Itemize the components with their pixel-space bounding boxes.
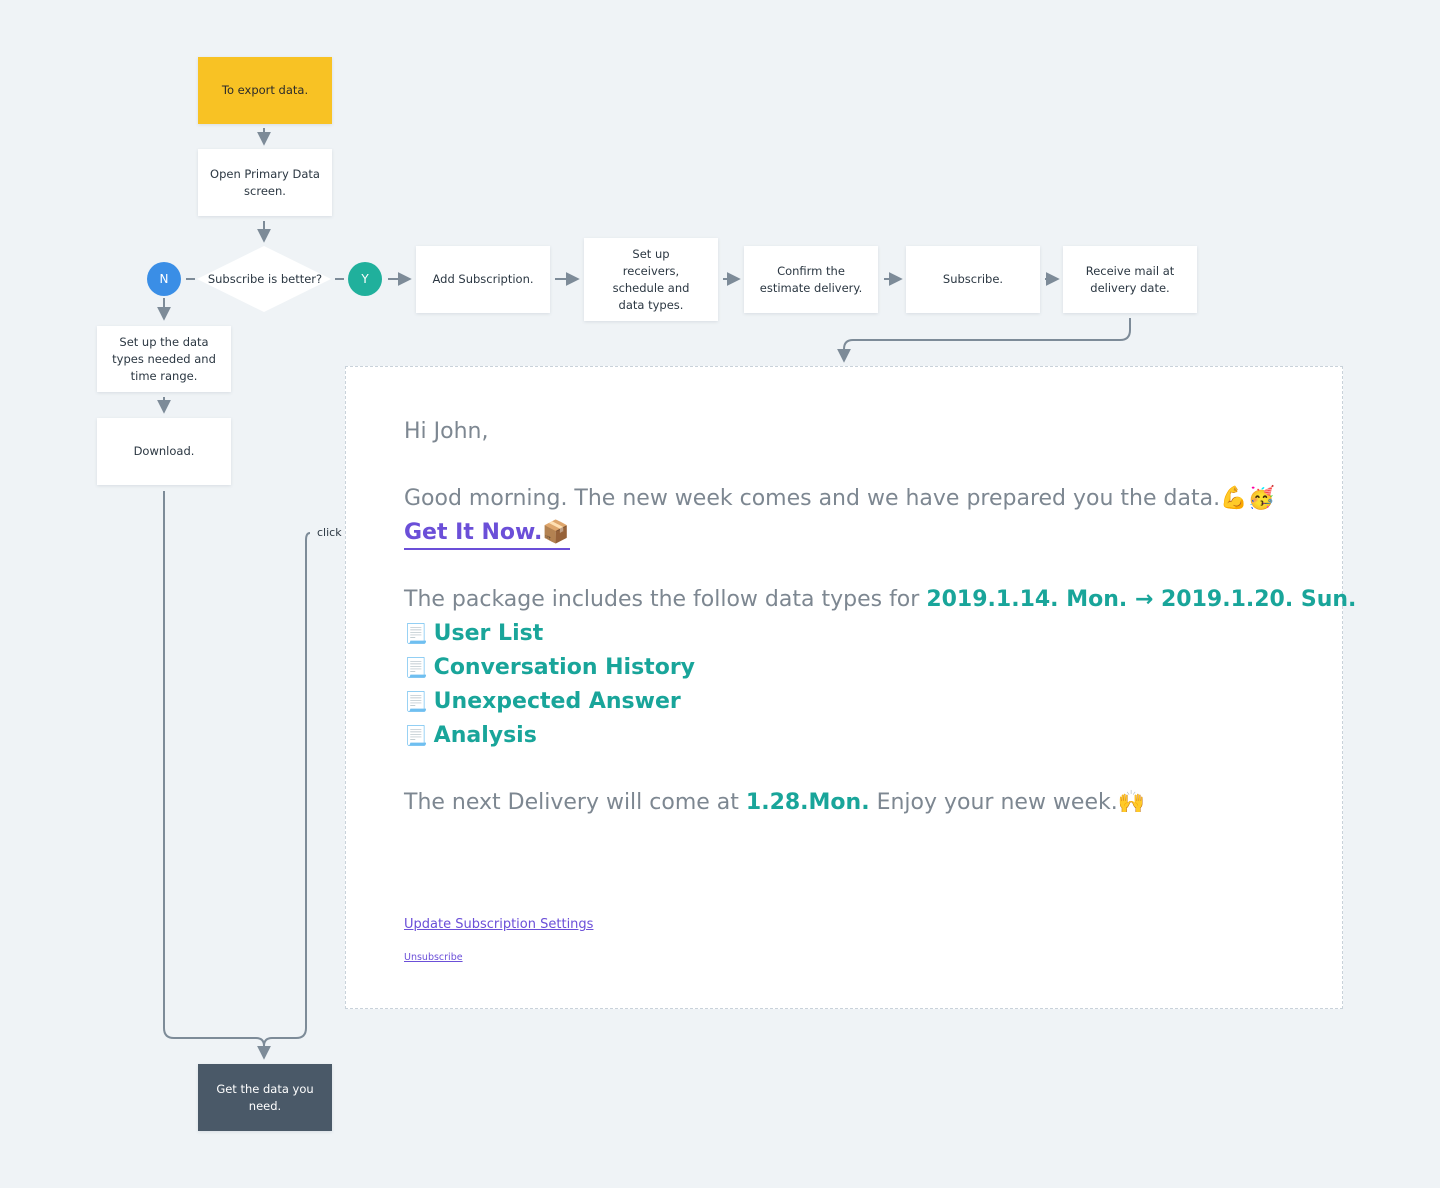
data-type-analysis: Analysis	[433, 723, 537, 748]
email-cta-line: Get It Now.📦	[404, 516, 1342, 550]
add-subscription-node: Add Subscription.	[416, 246, 550, 313]
yes-branch-marker: Y	[348, 262, 382, 296]
click-connector-label: click	[316, 526, 343, 539]
end-node: Get the data you need.	[198, 1064, 332, 1131]
next-delivery-suffix: Enjoy your new week.	[869, 790, 1118, 815]
update-subscription-settings-link[interactable]: Update Subscription Settings	[404, 917, 594, 932]
date-range: 2019.1.14. Mon. → 2019.1.20. Sun.	[926, 587, 1357, 612]
no-branch-marker: N	[147, 262, 181, 296]
next-delivery-date: 1.28.Mon.	[745, 790, 870, 815]
email-greeting: Hi John,	[404, 419, 489, 444]
data-type-user-list: User List	[433, 621, 544, 646]
setup-receivers-node: Set up receivers, schedule and data type…	[584, 238, 718, 321]
unsubscribe-link[interactable]: Unsubscribe	[404, 952, 463, 963]
data-type-item: 📃User List	[404, 617, 1342, 651]
subscribe-node: Subscribe.	[906, 246, 1040, 313]
data-type-item: 📃Conversation History	[404, 651, 1342, 685]
data-type-conversation-history: Conversation History	[433, 655, 696, 680]
email-intro-text: Good morning. The new week comes and we …	[404, 486, 1221, 511]
page-icon: 📃	[404, 657, 428, 679]
start-node: To export data.	[198, 57, 332, 124]
get-it-now-label[interactable]: Get It Now.	[404, 520, 543, 545]
decision-label: Subscribe is better?	[207, 272, 323, 286]
setup-receivers-label: Set up receivers, schedule and data type…	[612, 246, 690, 312]
add-subscription-label: Add Subscription.	[432, 272, 534, 286]
get-it-now-link[interactable]: Get It Now.📦	[404, 518, 570, 550]
start-label: To export data.	[221, 83, 309, 97]
next-delivery-text: The next Delivery will come at	[404, 790, 746, 815]
connector-receive-to-email	[837, 318, 1131, 363]
celebration-emoji-icon: 💪🥳	[1220, 486, 1275, 511]
page-icon: 📃	[404, 725, 428, 747]
end-label: Get the data you need.	[216, 1081, 314, 1113]
download-node: Download.	[97, 418, 231, 485]
receive-mail-node: Receive mail at delivery date.	[1063, 246, 1197, 313]
email-package-line: The package includes the follow data typ…	[404, 583, 1356, 617]
confirm-delivery-node: Confirm the estimate delivery.	[744, 246, 878, 313]
data-type-item: 📃Unexpected Answer	[404, 685, 1342, 719]
email-next-delivery-line: The next Delivery will come at 1.28.Mon.…	[404, 786, 1342, 820]
open-primary-data-node: Open Primary Data screen.	[198, 149, 332, 216]
confirm-delivery-label: Confirm the estimate delivery.	[759, 263, 863, 295]
connector-download-to-end	[163, 491, 271, 1060]
decision-diamond	[197, 246, 331, 312]
package-icon: 📦	[542, 520, 570, 545]
package-intro-text: The package includes the follow data typ…	[404, 587, 927, 612]
setup-data-types-label: Set up the data types needed and time ra…	[112, 334, 216, 383]
page-icon: 📃	[404, 623, 428, 645]
download-label: Download.	[133, 444, 195, 458]
setup-data-types-node: Set up the data types needed and time ra…	[97, 326, 231, 392]
subscribe-label: Subscribe.	[942, 272, 1004, 286]
receive-mail-label: Receive mail at delivery date.	[1085, 263, 1175, 295]
raised-hands-icon: 🙌	[1117, 790, 1146, 815]
data-type-unexpected-answer: Unexpected Answer	[433, 689, 681, 714]
data-type-item: 📃Analysis	[404, 719, 1342, 753]
page-icon: 📃	[404, 691, 428, 713]
email-preview: Hi John, Good morning. The new week come…	[345, 366, 1356, 1009]
email-intro-line: Good morning. The new week comes and we …	[404, 482, 1342, 516]
open-primary-data-label: Open Primary Data screen.	[210, 166, 320, 198]
